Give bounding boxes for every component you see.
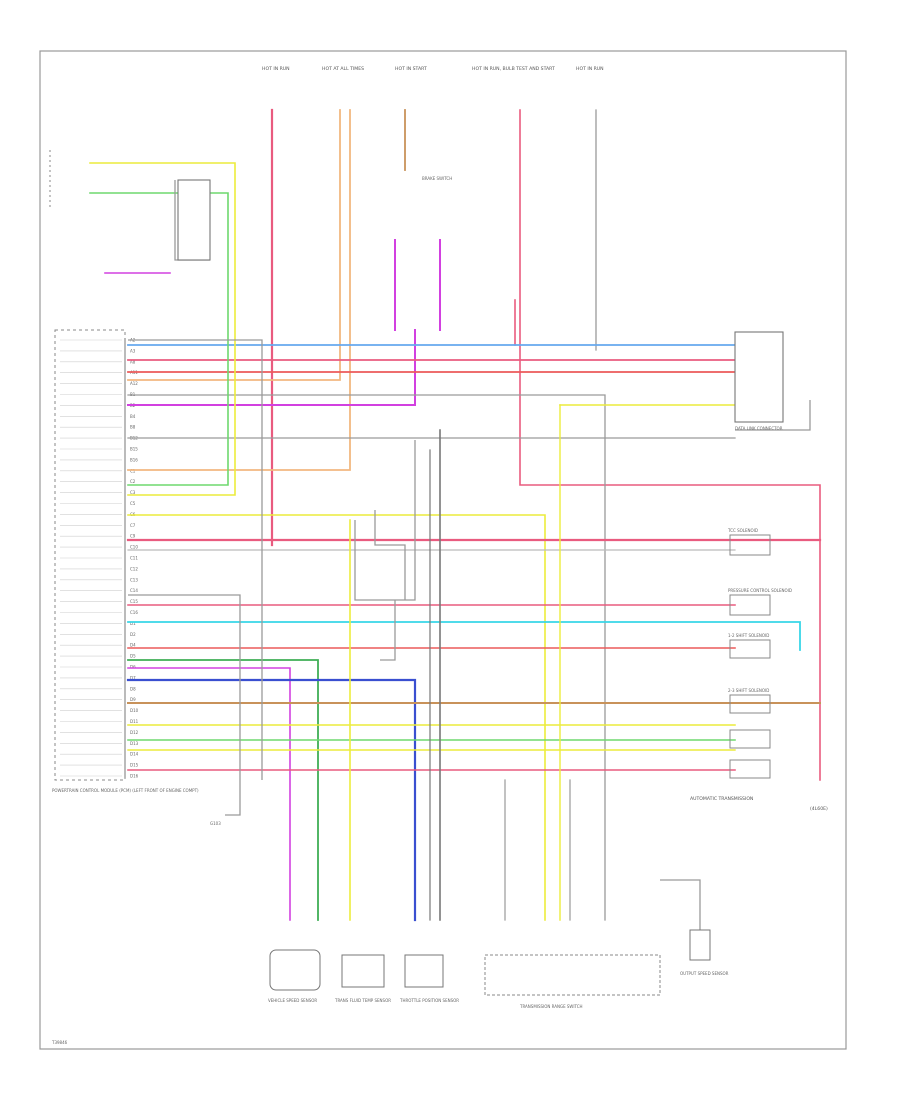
pcm-pin-label: D14 (130, 752, 139, 757)
relay-top-left (177, 179, 211, 261)
shift-a-label: 1-2 SHIFT SOLENOID (728, 633, 769, 638)
wire-cyan-low (127, 621, 801, 651)
wire-yel-mid (127, 514, 546, 921)
fuse-label-5: HOT IN RUN (576, 66, 604, 72)
fuse-label-2: HOT AT ALL TIMES (322, 66, 364, 72)
pressure-control-label: PRESSURE CONTROL SOLENOID (728, 588, 792, 593)
range-switch: TRANSMISSION RANGE SWITCH (484, 954, 661, 1009)
brake-switch-label: BRAKE SWITCH (422, 176, 452, 181)
pcm-pin-label: C14 (130, 588, 138, 593)
wire-blu-low (126, 678, 417, 922)
pcm-outline (54, 329, 126, 781)
pcm-block: POWERTRAIN CONTROL MODULE (PCM) (LEFT FR… (52, 329, 199, 793)
pcm-pin-label: D4 (130, 643, 136, 648)
solenoid-a: 1-2 SHIFT SOLENOID (728, 633, 771, 659)
pcm-pin-label: C15 (130, 599, 138, 604)
throttle-label: THROTTLE POSITION SENSOR (399, 998, 459, 1003)
pcm-pin-label: B15 (130, 447, 138, 452)
tft-sensor: TRANS FLUID TEMP SENSOR (334, 954, 391, 1003)
wire-org2-fuse2 (127, 109, 351, 471)
pcm-pin-label: C7 (130, 523, 136, 528)
pcm-pin-label: D7 (130, 675, 136, 680)
wire-ltgrn-top (89, 192, 229, 486)
pcm-pin-label: D2 (130, 632, 136, 637)
fuse-label-3: HOT IN START (395, 66, 427, 72)
pcm-pin-label: A12 (130, 381, 138, 386)
pcm-pin-label: D16 (130, 774, 139, 779)
shift-b-label: 2-3 SHIFT SOLENOID (728, 688, 769, 693)
section-label: AUTOMATIC TRANSMISSION (690, 796, 753, 802)
pcm-pin-label: B16 (130, 457, 138, 462)
pcm-pin-label: D10 (130, 708, 139, 713)
diagram-frame (39, 50, 847, 1050)
pcm-pin-label: D6 (130, 665, 136, 670)
pcm-pin-label: B4 (130, 414, 136, 419)
range-switch-label: TRANSMISSION RANGE SWITCH (519, 1004, 583, 1009)
section-sub: (4L60E) (810, 806, 828, 812)
wire-gry-4 (127, 394, 606, 921)
solenoid-tcc: TCC SOLENOID (727, 528, 771, 556)
wires (89, 108, 822, 922)
pcm-pin-label: D11 (130, 719, 139, 724)
pcm-pin-label: C16 (130, 610, 138, 615)
pcm-pin-label: D8 (130, 686, 136, 691)
pcm-pin-label: C2 (130, 479, 136, 484)
fuse-labels: HOT IN RUN HOT AT ALL TIMES HOT IN START… (262, 66, 604, 72)
pcm-pin-label: C13 (130, 577, 138, 582)
wire-yel-top (89, 162, 236, 496)
pcm-pin-label: D13 (130, 741, 139, 746)
wire-pnk-fuse4 (519, 109, 821, 781)
throttle-sensor: THROTTLE POSITION SENSOR (399, 954, 459, 1003)
wire-org-fuse2 (127, 109, 341, 381)
fuse-label-4: HOT IN RUN, BULB TEST AND START (472, 66, 555, 72)
pcm-pin-rows: A2A3A8A11A12B1B2B4B8B12B15B16C1C2C3C5C6C… (60, 338, 139, 779)
right-module (734, 331, 784, 423)
wire-ppl-low (127, 667, 291, 921)
pcm-pin-label: A8 (130, 359, 136, 364)
fuse-label-1: HOT IN RUN (262, 66, 290, 72)
output-sensor-label: OUTPUT SPEED SENSOR (680, 971, 729, 976)
gray-lines (49, 150, 811, 960)
wire-dkgrn-low (127, 659, 319, 921)
pcm-pin-label: D12 (130, 730, 139, 735)
pcm-label: POWERTRAIN CONTROL MODULE (PCM) (LEFT FR… (52, 788, 199, 793)
pcm-pin-label: C10 (130, 545, 138, 550)
solenoid-b: 2-3 SHIFT SOLENOID (728, 688, 771, 714)
pcm-pin-label: C9 (130, 534, 136, 539)
switch-4 (729, 759, 771, 779)
ground-label: G103 (210, 821, 221, 826)
wire-ppl-pcm (127, 329, 416, 406)
output-sensor: OUTPUT SPEED SENSOR (680, 929, 729, 976)
pcm-pin-label: C5 (130, 501, 136, 506)
components: DATA LINK CONNECTOR TCC SOLENOID PRESSUR… (177, 176, 792, 1009)
pcm-pin-label: C12 (130, 566, 138, 571)
vss-sensor: VEHICLE SPEED SENSOR (268, 949, 321, 1003)
tft-label: TRANS FLUID TEMP SENSOR (334, 998, 391, 1003)
pcm-pin-label: B8 (130, 425, 136, 430)
pcm-pin-label: D9 (130, 697, 136, 702)
tcc-solenoid-label: TCC SOLENOID (727, 528, 758, 533)
pcm-pin-label: D5 (130, 654, 136, 659)
right-module-label: DATA LINK CONNECTOR (735, 426, 783, 431)
switch-3 (729, 729, 771, 749)
pcm-pin-label: C11 (130, 556, 138, 561)
pcm-pin-label: C3 (130, 490, 136, 495)
pcm-pin-label: A3 (130, 348, 136, 353)
corner-code: T39846 (51, 1040, 68, 1045)
pcm-pin-label: D1 (130, 621, 136, 626)
pcm-pin-label: D15 (130, 763, 139, 768)
vss-label: VEHICLE SPEED SENSOR (268, 998, 317, 1003)
solenoid-pc: PRESSURE CONTROL SOLENOID (728, 588, 792, 616)
